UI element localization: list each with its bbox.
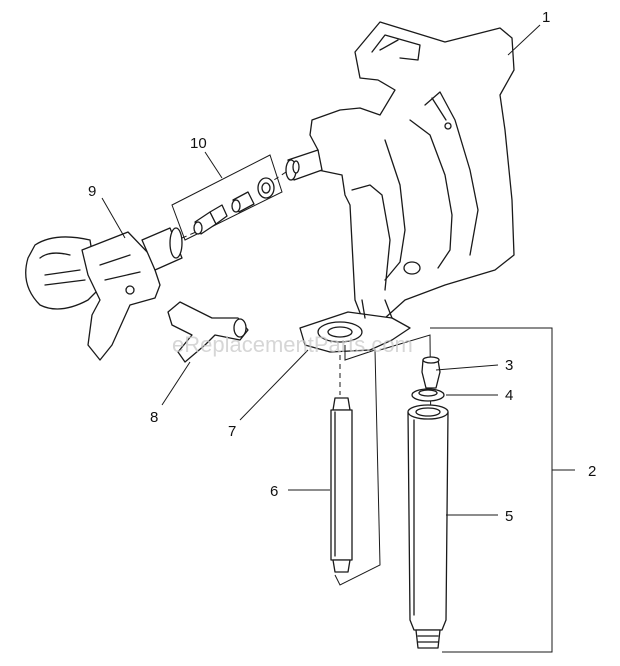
filter-bowl	[407, 404, 449, 649]
seat-kit	[171, 154, 287, 241]
callout-2: 2	[588, 463, 596, 480]
o-ring	[411, 388, 445, 402]
tip-guard	[25, 227, 197, 361]
callout-3: 3	[505, 357, 513, 374]
gun-body	[285, 21, 515, 319]
callout-10: 10	[190, 135, 207, 152]
callout-1: 1	[542, 9, 550, 26]
filter-element	[330, 334, 433, 586]
callout-9: 9	[88, 183, 96, 200]
filter-fitting	[421, 356, 441, 389]
callout-7: 7	[228, 423, 236, 440]
filter-assembly-bracket	[430, 327, 575, 653]
callout-5: 5	[505, 508, 513, 525]
callout-6: 6	[270, 483, 278, 500]
leader-lines	[101, 24, 541, 516]
watermark-text: eReplacementParts.com	[172, 332, 413, 357]
spray-tip	[167, 301, 249, 363]
filter-housing-collar	[299, 299, 411, 353]
callout-4: 4	[505, 387, 513, 404]
callout-8: 8	[150, 409, 158, 426]
